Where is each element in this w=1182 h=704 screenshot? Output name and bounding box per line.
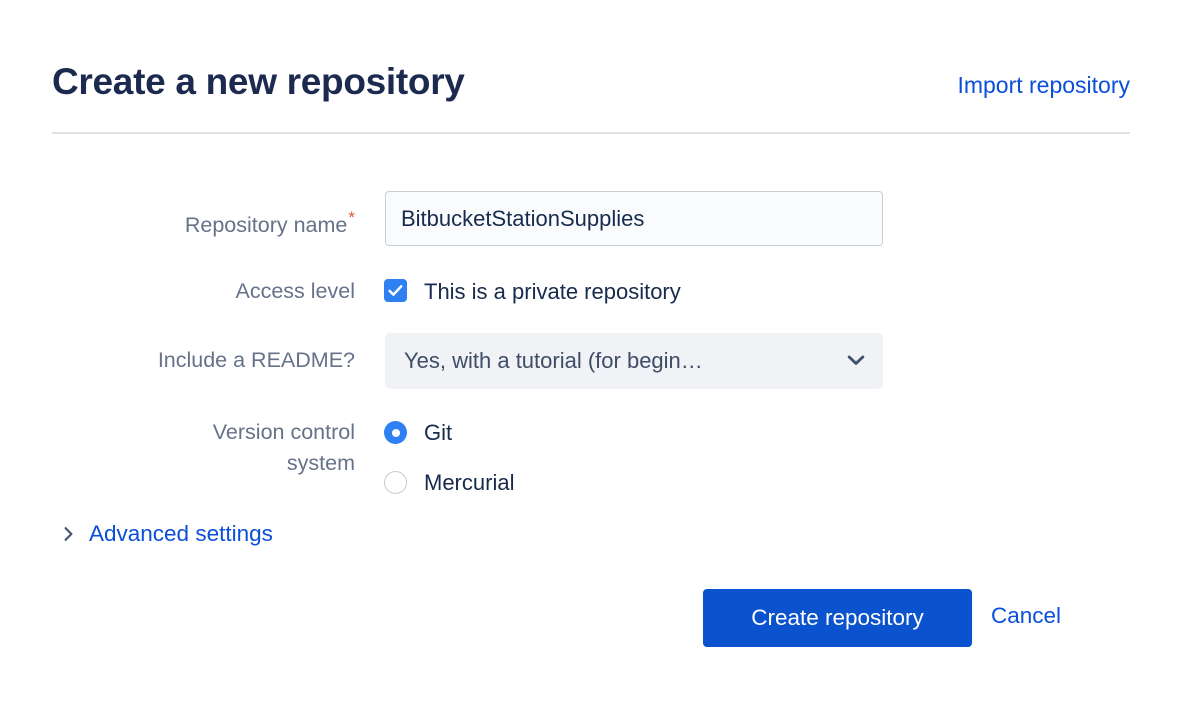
private-repository-checkbox-label[interactable]: This is a private repository xyxy=(424,279,681,304)
chevron-right-icon xyxy=(60,525,78,543)
advanced-settings-label: Advanced settings xyxy=(89,521,273,546)
include-readme-label: Include a README? xyxy=(157,348,355,372)
chevron-down-icon xyxy=(847,354,865,372)
private-repository-checkbox[interactable] xyxy=(384,279,407,302)
advanced-settings-toggle[interactable]: Advanced settings xyxy=(60,518,273,550)
radio-mercurial[interactable] xyxy=(384,471,407,494)
import-repository-link[interactable]: Import repository xyxy=(957,72,1130,98)
repository-name-input[interactable] xyxy=(385,191,883,246)
check-icon xyxy=(388,285,403,296)
include-readme-selected-value: Yes, with a tutorial (for begin… xyxy=(404,348,703,373)
include-readme-select[interactable]: Yes, with a tutorial (for begin… xyxy=(385,333,883,389)
version-control-system-label: Version control system xyxy=(212,420,355,475)
page-title: Create a new repository xyxy=(52,61,465,102)
access-level-label: Access level xyxy=(235,279,356,303)
cancel-link[interactable]: Cancel xyxy=(991,603,1062,628)
create-repository-button[interactable]: Create repository xyxy=(703,589,972,647)
repository-name-label-text: Repository name xyxy=(184,213,348,237)
page-header: Create a new repository Import repositor… xyxy=(52,52,1130,134)
radio-git-label[interactable]: Git xyxy=(424,420,453,445)
radio-git[interactable] xyxy=(384,421,407,444)
required-asterisk: * xyxy=(348,208,355,227)
radio-mercurial-label[interactable]: Mercurial xyxy=(424,470,515,495)
repository-name-label: Repository name* xyxy=(55,202,355,241)
